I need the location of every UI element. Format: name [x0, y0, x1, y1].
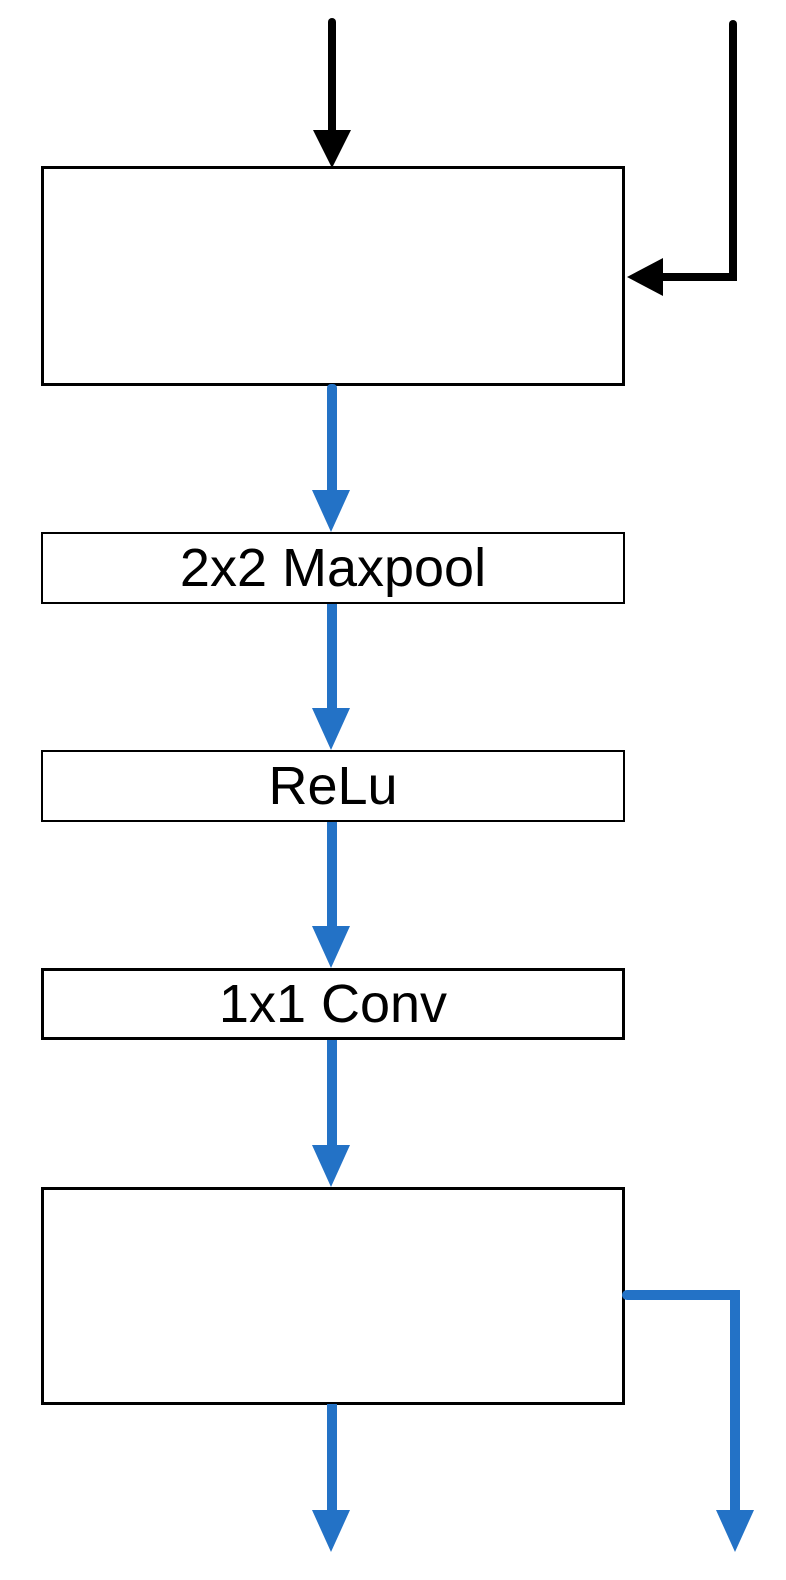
relu-arrow-stem [327, 604, 337, 708]
skip-connection-out-vertical-stem [730, 1290, 740, 1510]
skip-connection-in-horizontal-stem [660, 273, 737, 281]
conv-arrow-stem [327, 822, 337, 926]
relu-label: ReLu [268, 756, 398, 816]
maxpool-arrow-stem [327, 384, 337, 490]
conv-node: 1x1 Conv [41, 968, 625, 1040]
arrow-down-icon [312, 926, 350, 968]
skip-connection-in-vertical-stem [729, 20, 737, 277]
maxpool-label: 2x2 Maxpool [179, 538, 487, 598]
arrow-down-icon [313, 130, 351, 168]
conv-label: 1x1 Conv [218, 974, 448, 1034]
arrow-down-icon [312, 708, 350, 750]
output-block-arrow-stem [327, 1040, 337, 1145]
arrow-down-icon [312, 1145, 350, 1187]
input-arrow-stem [328, 18, 336, 130]
arrow-down-icon [312, 490, 350, 532]
output-block-node [41, 1187, 625, 1405]
arrow-left-icon [627, 258, 663, 296]
arrow-down-icon [312, 1510, 350, 1552]
input-block-node [41, 166, 625, 386]
relu-node: ReLu [41, 750, 625, 822]
maxpool-node: 2x2 Maxpool [41, 532, 625, 604]
arrow-down-icon [716, 1510, 754, 1552]
skip-connection-out-horizontal-stem [622, 1290, 740, 1300]
output-arrow-stem [327, 1404, 337, 1510]
